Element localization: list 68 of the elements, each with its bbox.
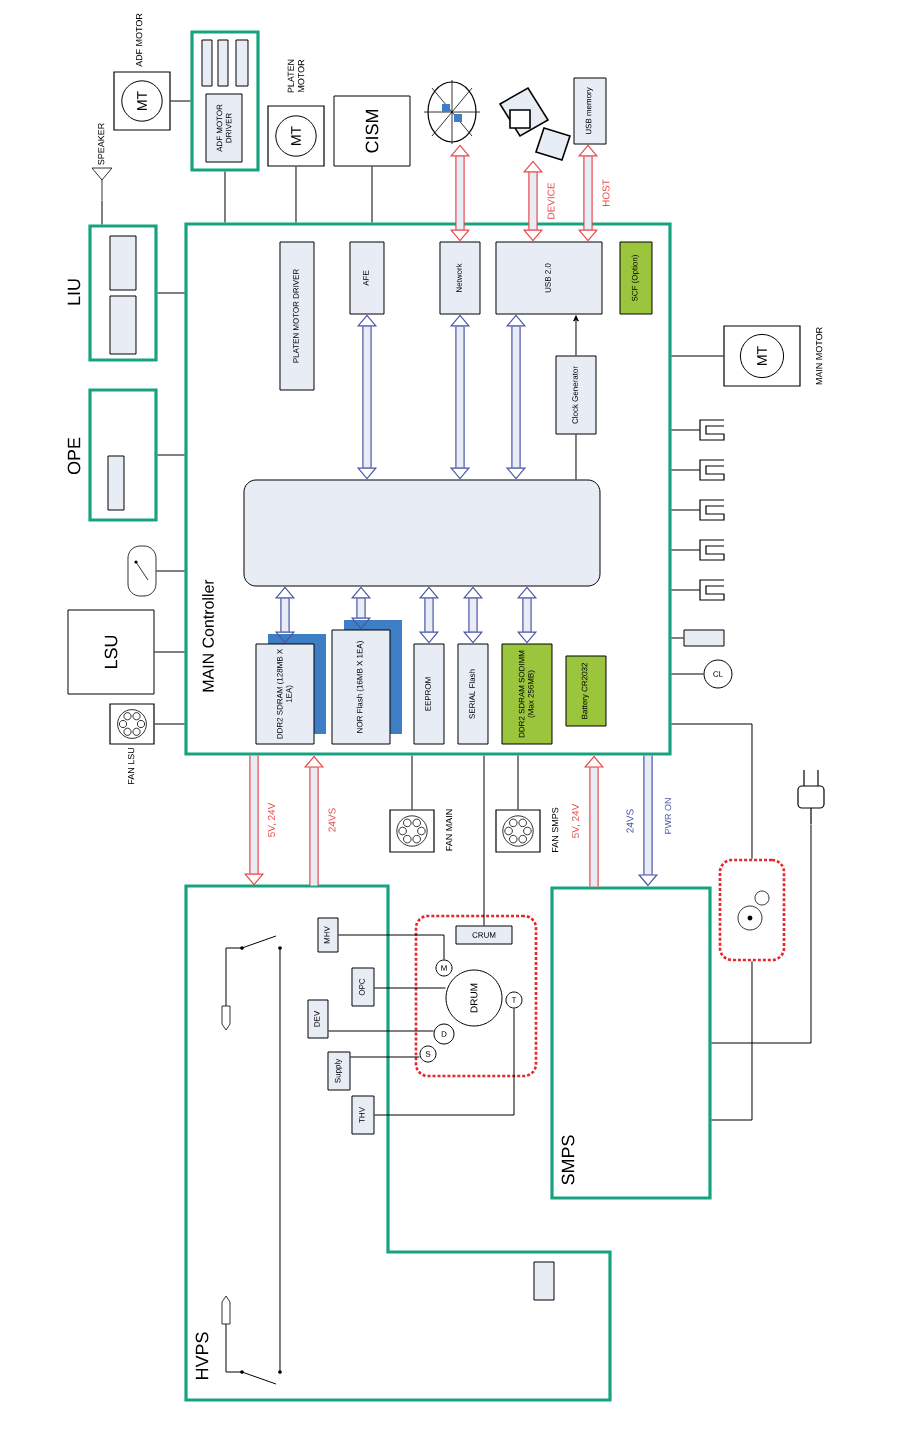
- connector-line: [671, 355, 724, 357]
- arrow: [522, 160, 544, 242]
- connector-line: [671, 469, 701, 471]
- plug-icon: [797, 769, 825, 825]
- connector-line: [671, 637, 684, 639]
- module-box: [533, 1261, 555, 1301]
- connector-line: [328, 1030, 434, 1032]
- module-box: [217, 39, 229, 87]
- module-box: [235, 39, 249, 87]
- node-label: OPE: [67, 437, 81, 475]
- board-panel: [190, 30, 260, 172]
- connector-line: [155, 570, 185, 572]
- connector-line: [350, 1056, 420, 1058]
- arrow: [418, 586, 440, 644]
- connector-line: [338, 934, 445, 960]
- node-label: LIU: [67, 279, 81, 305]
- processor-box: [243, 479, 601, 587]
- module-box: LSU: [67, 609, 155, 695]
- connector-line: [101, 199, 103, 225]
- unit-outline: [414, 914, 538, 1078]
- sensor-icon: [699, 499, 725, 521]
- arrow: [274, 586, 296, 644]
- arrow: [505, 314, 527, 480]
- module-box: [683, 629, 725, 647]
- connector-line: [295, 166, 297, 223]
- sensor-icon: [699, 539, 725, 561]
- connector-line: [711, 823, 812, 1044]
- arrow: [356, 314, 378, 480]
- connector-line: [483, 755, 485, 926]
- arrow: [350, 586, 372, 630]
- sensor-icon: [699, 579, 725, 601]
- connector-line: [575, 434, 577, 480]
- connector-line: [374, 987, 446, 989]
- connector-line: [170, 100, 191, 102]
- arrow: [516, 586, 538, 644]
- board-panel: OPE: [67, 388, 158, 522]
- arrow: [449, 144, 471, 242]
- arrow: [462, 586, 484, 644]
- module-box: [109, 235, 137, 291]
- arrow: [573, 315, 579, 356]
- connector-line: [671, 673, 704, 675]
- sensor-icon: [699, 419, 725, 441]
- module-box: [109, 295, 137, 355]
- connector-line: [711, 960, 753, 1121]
- connector-line: [671, 509, 701, 511]
- connector-line: [157, 454, 185, 456]
- connector-line: [154, 651, 185, 653]
- arrow: [577, 144, 599, 242]
- connector-line: [157, 292, 185, 294]
- connector-line: [411, 755, 413, 810]
- arrow: [449, 314, 471, 480]
- network-drawing: [423, 79, 481, 145]
- unit-outline: [718, 858, 786, 962]
- connector-line: [671, 429, 701, 431]
- module-box: [107, 455, 125, 511]
- connector-line: [517, 755, 519, 810]
- board-panel: LIU: [67, 224, 158, 362]
- board-panel: SMPS: [550, 886, 712, 1200]
- connector-line: [154, 723, 185, 725]
- connector-line: [224, 171, 226, 223]
- sensor-icon: [699, 459, 725, 481]
- module-box: CISM: [333, 95, 411, 167]
- module-box: [201, 39, 213, 87]
- connector-line: [371, 166, 373, 223]
- switch-icon: [127, 545, 157, 597]
- connector-line: [671, 549, 701, 551]
- connector-line: [671, 589, 701, 591]
- connector-line: [671, 723, 753, 860]
